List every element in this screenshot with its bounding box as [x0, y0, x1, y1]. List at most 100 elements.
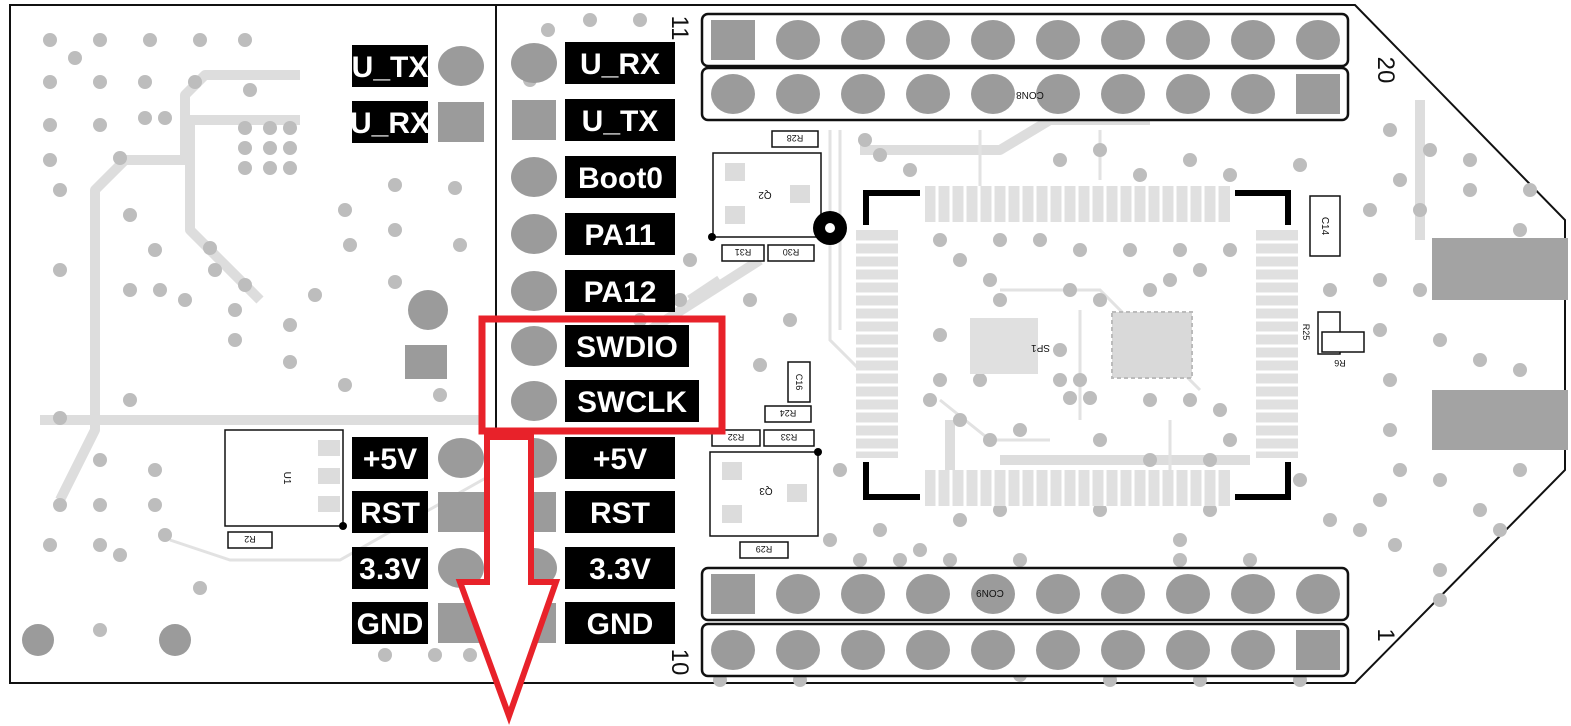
right-board-outline — [496, 4, 1566, 684]
center-pin-label: Boot0 — [578, 162, 663, 195]
left-pin-label: RST — [360, 497, 420, 530]
center-pin-pa12: PA12 — [511, 270, 675, 312]
q2-label: Q2 — [758, 189, 772, 200]
sp1-pad — [970, 318, 1038, 374]
chip-pad-gaps — [856, 186, 1298, 506]
r2-label: R2 — [244, 534, 256, 544]
round-pad — [906, 74, 950, 114]
left-pin-label: U_TX — [352, 51, 429, 84]
round-pad — [776, 630, 820, 670]
center-pin-label: U_RX — [580, 48, 660, 81]
round-pad — [1101, 630, 1145, 670]
c14-label: C14 — [1319, 217, 1330, 236]
r25-label: R25 — [1301, 324, 1311, 341]
left-pin-label: 3.3V — [359, 553, 421, 586]
chip-corner-brackets — [863, 190, 1291, 500]
center-pin-label: PA11 — [584, 219, 655, 252]
r31-box — [721, 244, 765, 262]
sp1-label: SP1 — [1031, 342, 1050, 353]
left-pin-5v: +5V — [352, 437, 484, 479]
r30-label: R30 — [783, 247, 800, 257]
center-pin-5v: +5V — [511, 437, 675, 479]
antenna-pads — [1432, 238, 1568, 450]
left-pin-u-tx: U_TX — [352, 45, 484, 87]
left-pin-3-3v: 3.3V — [352, 547, 484, 589]
round-pad — [1231, 630, 1275, 670]
pin-number-bottom-right: 1 — [1372, 628, 1399, 641]
center-pin-label: RST — [590, 497, 650, 530]
square-pad — [711, 574, 755, 614]
q3-label: Q3 — [759, 485, 773, 496]
round-pad — [776, 20, 820, 60]
center-pin-boot0: Boot0 — [511, 156, 676, 198]
round-pad — [1231, 20, 1275, 60]
header-row-4 — [700, 622, 1350, 678]
down-arrow — [455, 434, 561, 725]
r29-label: R29 — [756, 544, 773, 554]
pin-header-rows — [700, 12, 1350, 678]
u1-label: U1 — [281, 472, 292, 485]
center-pin-label: SWDIO — [576, 331, 678, 364]
round-pad — [1296, 574, 1340, 614]
round-pad — [971, 630, 1015, 670]
pin-number-top-right: 20 — [1372, 57, 1399, 84]
round-pad — [841, 74, 885, 114]
r24-label: R24 — [780, 408, 797, 418]
center-pin-rst: RST — [512, 491, 675, 533]
component-dots — [339, 233, 822, 530]
round-pad — [1101, 74, 1145, 114]
square-pad — [1296, 74, 1340, 114]
center-pin-label: 3.3V — [589, 553, 651, 586]
square-pad — [1296, 630, 1340, 670]
pin-number-top-left: 11 — [666, 16, 693, 41]
left-pin-label: U_RX — [350, 107, 430, 140]
r24-box — [764, 405, 812, 423]
left-board-large-pads — [22, 290, 448, 656]
center-pin-u-rx: U_RX — [511, 42, 675, 84]
round-pad — [841, 20, 885, 60]
center-pin-label: PA12 — [584, 276, 657, 309]
component-inner-pads — [318, 163, 810, 523]
swd-highlight-box — [478, 315, 726, 435]
r2-box — [227, 531, 273, 549]
swd-highlight — [478, 315, 726, 435]
round-pad — [711, 74, 755, 114]
center-pin-swdio: SWDIO — [511, 325, 689, 367]
component-labels: Q2 Q3 U1 R28 R31 R30 R32 R33 R24 C16 R29… — [244, 133, 1346, 554]
center-pin-swclk: SWCLK — [511, 380, 699, 422]
left-header: U_TX U_RX +5V RST 3.3V GND — [350, 45, 484, 644]
round-pad — [1231, 574, 1275, 614]
center-pin-pa11: PA11 — [511, 213, 675, 255]
c14-box — [1309, 195, 1341, 257]
center-pin-u-tx: U_TX — [512, 99, 675, 141]
center-pin-3-3v: 3.3V — [511, 547, 675, 589]
r6-label: R6 — [1334, 358, 1346, 368]
round-pad — [1166, 20, 1210, 60]
center-pin-label: SWCLK — [577, 386, 687, 419]
header-row-3 — [700, 566, 1350, 622]
round-pad — [711, 630, 755, 670]
left-pin-u-rx: U_RX — [350, 101, 484, 143]
header-row-1 — [700, 12, 1350, 68]
center-chip-pad — [1111, 311, 1193, 379]
r28-label: R28 — [787, 133, 804, 143]
round-pad — [841, 574, 885, 614]
r33-box — [763, 429, 815, 447]
fiducial-mark-center — [825, 223, 835, 233]
square-pad — [711, 20, 755, 60]
round-pad — [906, 20, 950, 60]
con8-label: CON8 — [1016, 89, 1044, 100]
round-pad — [1036, 20, 1080, 60]
center-pin-label: GND — [587, 608, 654, 641]
left-pin-gnd: GND — [352, 602, 484, 644]
center-pin-label: +5V — [593, 443, 647, 476]
r30-box — [767, 244, 815, 262]
round-pad — [776, 574, 820, 614]
module-chip: SP1 — [856, 186, 1298, 506]
round-pad — [971, 20, 1015, 60]
r32-label: R32 — [728, 432, 745, 442]
header-row-2 — [700, 66, 1350, 122]
r28-box — [771, 130, 819, 148]
